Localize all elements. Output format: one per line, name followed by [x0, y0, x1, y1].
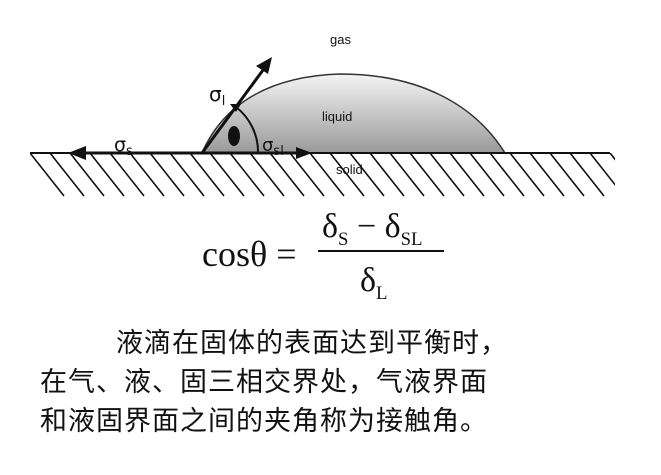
hatch-line — [189, 153, 225, 197]
fraction-bar — [318, 250, 444, 252]
hatch-line — [589, 153, 615, 186]
equation-lhs: cosθ = — [202, 234, 297, 274]
liquid-label: liquid — [322, 109, 352, 124]
contact-angle-equation: cosθ = δS − δSL δL — [202, 208, 444, 304]
contact-angle-diagram: gas liquid solid σl σs σsl — [30, 32, 615, 197]
theta-marker — [228, 126, 240, 146]
hatch-line — [469, 153, 505, 197]
hatch-line — [569, 153, 605, 197]
hatch-line — [449, 153, 485, 197]
hatch-line — [329, 153, 365, 197]
hatch-line — [529, 153, 565, 197]
equation-denominator: δL — [360, 262, 388, 304]
hatch-line — [289, 153, 325, 197]
gas-label: gas — [330, 32, 351, 47]
hatch-line — [149, 153, 185, 197]
solid-label: solid — [336, 162, 363, 177]
contact-angle-arc — [235, 106, 260, 154]
sigma-l-vector — [200, 65, 268, 154]
hatch-line — [229, 153, 265, 197]
hatch-line — [309, 153, 345, 197]
hatch-line — [349, 153, 385, 197]
hatch-line — [509, 153, 545, 197]
hatch-line — [109, 153, 145, 197]
caption-text: 液滴在固体的表面达到平衡时， 在气、液、固三相交界处，气液界面 和液固界面之间的… — [40, 324, 650, 441]
hatch-line — [30, 153, 65, 197]
sigma-s-label: σs — [114, 134, 133, 159]
equation-numerator: δS − δSL — [322, 208, 423, 250]
sigma-sl-label: σsl — [262, 135, 284, 159]
hatch-line — [389, 153, 425, 197]
hatch-line — [269, 153, 305, 197]
hatch-line — [249, 153, 285, 197]
sigma-sl-arrowhead — [296, 147, 312, 159]
hatch-line — [209, 153, 245, 197]
hatch-line — [169, 153, 205, 197]
sigma-s-arrowhead — [68, 146, 86, 160]
hatch-line — [49, 153, 85, 197]
hatch-line — [69, 153, 105, 197]
caption-line-2: 在气、液、固三相交界处，气液界面 — [40, 367, 488, 398]
hatch-line — [549, 153, 585, 197]
hatch-line — [489, 153, 525, 197]
hatch-line — [369, 153, 405, 197]
hatch-line — [429, 153, 465, 197]
contact-angle-arc-arrowhead — [230, 104, 241, 112]
hatch-line — [129, 153, 165, 197]
caption-line-3: 和液固界面之间的夹角称为接触角。 — [40, 406, 488, 437]
hatch-line — [409, 153, 445, 197]
caption-line-1: 液滴在固体的表面达到平衡时， — [116, 328, 508, 359]
sigma-l-label: σl — [209, 82, 225, 109]
sigma-l-arrowhead — [256, 57, 272, 74]
solid-surface-hatching — [30, 153, 615, 197]
hatch-line — [89, 153, 125, 197]
